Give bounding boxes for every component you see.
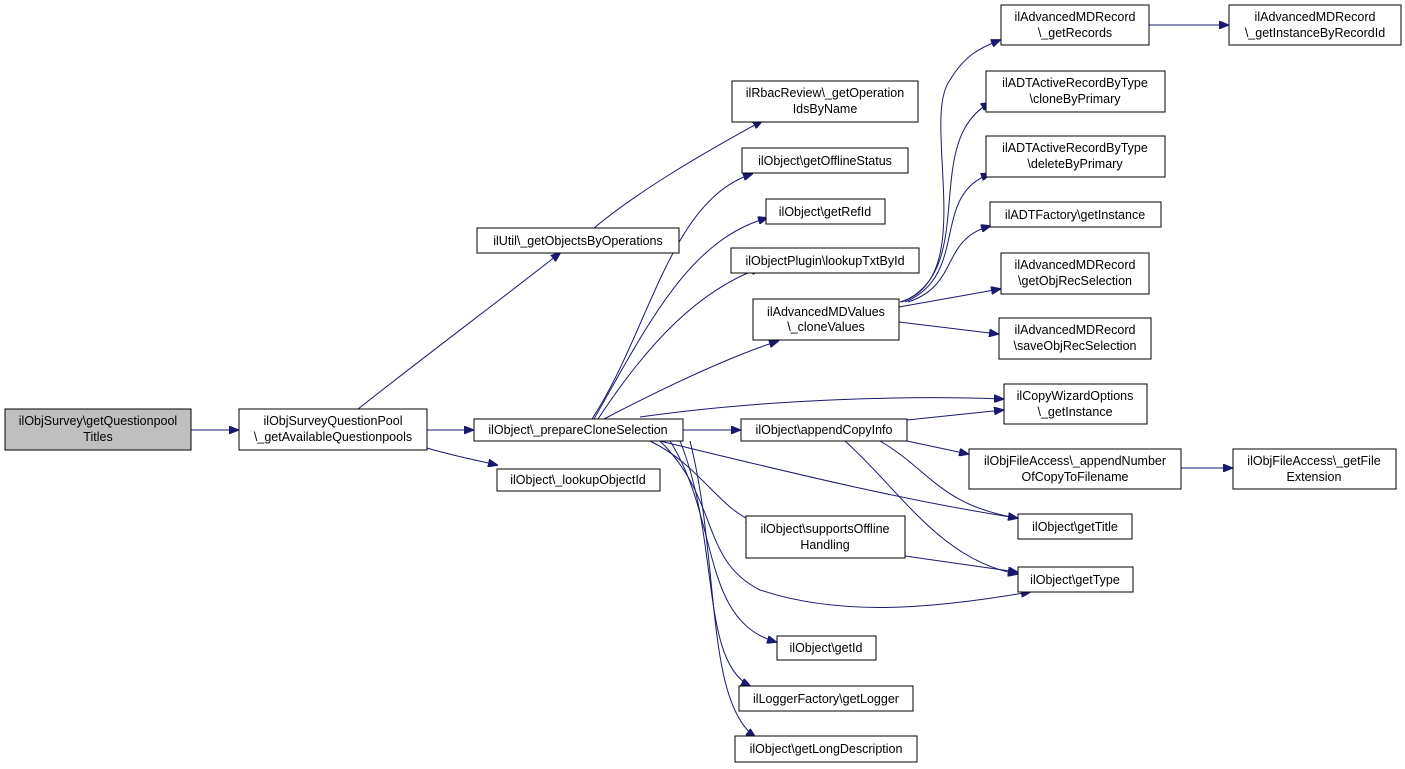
node-label: ilObject\getOfflineStatus bbox=[758, 154, 892, 168]
node-longdesc[interactable]: ilObject\getLongDescription bbox=[734, 735, 918, 763]
node-label: \_cloneValues bbox=[787, 320, 865, 334]
edge-prepare-to-getid bbox=[669, 440, 776, 642]
node-label: \deleteByPrimary bbox=[1027, 157, 1123, 171]
node-label: ilLoggerFactory\getLogger bbox=[753, 692, 899, 706]
edge-advvals-to-adtfactory bbox=[907, 226, 990, 303]
node-label: ilADTActiveRecordByType bbox=[1002, 141, 1148, 155]
edge-getobjs-to-rbac bbox=[593, 121, 762, 229]
node-label: IdsByName bbox=[793, 102, 858, 116]
node-advvals[interactable]: ilAdvancedMDValues \_cloneValues bbox=[752, 298, 900, 341]
edge-advvals-to-saveobjrec bbox=[898, 321, 998, 334]
node-label: ilAdvancedMDRecord bbox=[1015, 323, 1136, 337]
edge-prepare-to-plugin bbox=[597, 268, 760, 420]
node-label: ilADTFactory\getInstance bbox=[1005, 208, 1145, 222]
node-plugin[interactable]: ilObjectPlugin\lookupTxtById bbox=[730, 247, 920, 274]
node-fileext[interactable]: ilObjFileAccess\_getFile Extension bbox=[1232, 448, 1397, 490]
node-label: ilObject\getId bbox=[790, 641, 863, 655]
node-label: ilAdvancedMDRecord bbox=[1015, 258, 1136, 272]
node-label: ilADTActiveRecordByType bbox=[1002, 76, 1148, 90]
edge-appendcopy-to-gettitle bbox=[879, 440, 1017, 518]
edge-appendcopy-to-copywiz bbox=[906, 410, 1003, 421]
node-label: \getObjRecSelection bbox=[1018, 274, 1132, 288]
node-label: ilObjFileAccess\_getFile bbox=[1247, 454, 1380, 468]
node-label: ilObjSurveyQuestionPool bbox=[264, 414, 403, 428]
node-getobjrec[interactable]: ilAdvancedMDRecord \getObjRecSelection bbox=[1000, 252, 1150, 295]
edge-prepare-to-longdesc bbox=[689, 440, 755, 737]
node-label: ilObject\getType bbox=[1030, 573, 1120, 587]
node-label: \_getRecords bbox=[1038, 26, 1112, 40]
edge-prepare-to-gettitle bbox=[659, 440, 1017, 518]
node-label: ilUtil\_getObjectsByOperations bbox=[493, 234, 663, 248]
node-label: ilAdvancedMDRecord bbox=[1255, 10, 1376, 24]
node-getobjs[interactable]: ilUtil\_getObjectsByOperations bbox=[476, 227, 680, 254]
edge-advvals-to-getobjrec bbox=[898, 289, 1000, 308]
edge-advvals-to-clonebyprim bbox=[901, 103, 990, 303]
node-root[interactable]: ilObjSurvey\getQuestionpool Titles bbox=[4, 408, 192, 451]
node-supports[interactable]: ilObject\supportsOffline Handling bbox=[745, 515, 906, 559]
node-label: ilAdvancedMDValues bbox=[767, 305, 885, 319]
node-filenum[interactable]: ilObjFileAccess\_appendNumber OfCopyToFi… bbox=[968, 448, 1182, 490]
node-rbac[interactable]: ilRbacReview\_getOperation IdsByName bbox=[731, 80, 919, 123]
node-appendcopy[interactable]: ilObject\appendCopyInfo bbox=[740, 418, 908, 442]
node-label: ilObject\getLongDescription bbox=[750, 742, 903, 756]
node-label: ilObject\_lookupObjectId bbox=[510, 473, 646, 487]
node-label: ilAdvancedMDRecord bbox=[1015, 10, 1136, 24]
edge-advvals-to-getrecords bbox=[899, 40, 1000, 303]
node-delbyprim[interactable]: ilADTActiveRecordByType \deleteByPrimary bbox=[985, 135, 1166, 178]
node-label: Handling bbox=[800, 538, 849, 552]
node-label: OfCopyToFilename bbox=[1022, 470, 1129, 484]
node-logger[interactable]: ilLoggerFactory\getLogger bbox=[738, 685, 914, 712]
node-saveobjrec[interactable]: ilAdvancedMDRecord \saveObjRecSelection bbox=[998, 317, 1152, 360]
node-label: ilObject\appendCopyInfo bbox=[756, 423, 893, 437]
node-getid[interactable]: ilObject\getId bbox=[776, 635, 877, 661]
node-label: \_getInstanceByRecordId bbox=[1245, 26, 1385, 40]
edge-prepare-to-logger bbox=[679, 440, 750, 686]
node-copywiz[interactable]: ilCopyWizardOptions \_getInstance bbox=[1003, 383, 1148, 425]
edge-prepare-to-refid bbox=[593, 218, 767, 420]
node-label: ilObjFileAccess\_appendNumber bbox=[984, 454, 1166, 468]
node-label: Titles bbox=[83, 430, 112, 444]
edge-prepare-to-gettype bbox=[659, 440, 1030, 608]
edge-avail-to-getobjs bbox=[357, 253, 560, 410]
node-clonebyprim[interactable]: ilADTActiveRecordByType \cloneByPrimary bbox=[985, 70, 1166, 113]
node-label: ilObject\supportsOffline bbox=[761, 522, 890, 536]
edges bbox=[191, 25, 1232, 737]
node-label: ilObjSurvey\getQuestionpool bbox=[19, 414, 177, 428]
node-avail[interactable]: ilObjSurveyQuestionPool \_getAvailableQu… bbox=[238, 408, 428, 451]
node-refid[interactable]: ilObject\getRefId bbox=[765, 198, 886, 225]
edge-prepare-to-offline bbox=[591, 174, 752, 420]
node-label: \_getAvailableQuestionpools bbox=[254, 430, 412, 444]
node-label: \saveObjRecSelection bbox=[1014, 339, 1137, 353]
node-instbyrec[interactable]: ilAdvancedMDRecord \_getInstanceByRecord… bbox=[1228, 4, 1402, 46]
edge-advvals-to-delbyprim bbox=[904, 174, 990, 303]
edge-appendcopy-to-gettype bbox=[844, 440, 1017, 574]
node-label: ilRbacReview\_getOperation bbox=[746, 86, 904, 100]
node-lookupid[interactable]: ilObject\_lookupObjectId bbox=[496, 468, 661, 492]
edge-supports-to-gettype bbox=[904, 555, 1017, 572]
node-label: \_getInstance bbox=[1037, 405, 1112, 419]
node-label: ilObject\getTitle bbox=[1032, 520, 1118, 534]
node-label: \cloneByPrimary bbox=[1030, 92, 1122, 106]
node-getrecords[interactable]: ilAdvancedMDRecord \_getRecords bbox=[1000, 4, 1150, 46]
edge-prepare-to-copywiz bbox=[639, 398, 1003, 418]
edge-appendcopy-to-filenum bbox=[906, 440, 968, 454]
node-label: ilObject\getRefId bbox=[779, 205, 871, 219]
node-offline[interactable]: ilObject\getOfflineStatus bbox=[741, 147, 909, 174]
node-gettype[interactable]: ilObject\getType bbox=[1017, 566, 1134, 593]
node-prepare[interactable]: ilObject\_prepareCloneSelection bbox=[473, 418, 684, 442]
node-label: Extension bbox=[1287, 470, 1342, 484]
node-label: ilObjectPlugin\lookupTxtById bbox=[745, 254, 904, 268]
node-label: ilCopyWizardOptions bbox=[1017, 389, 1134, 403]
node-adtfactory[interactable]: ilADTFactory\getInstance bbox=[989, 201, 1162, 228]
edge-prepare-to-supports bbox=[649, 440, 755, 522]
edge-avail-to-lookupid bbox=[426, 447, 497, 465]
node-gettitle[interactable]: ilObject\getTitle bbox=[1017, 513, 1133, 540]
node-label: ilObject\_prepareCloneSelection bbox=[488, 423, 667, 437]
edge-prepare-to-advvals bbox=[603, 341, 778, 420]
